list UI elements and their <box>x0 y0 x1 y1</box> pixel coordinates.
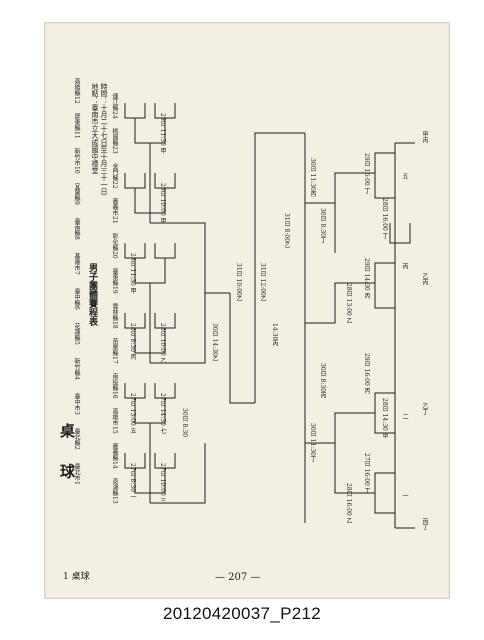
edge-label: 乙丙 <box>421 273 428 285</box>
team-label: 臺中市3 <box>73 393 80 415</box>
page-number: — 207 — <box>215 572 261 583</box>
team-label: 高雄縣12 <box>73 78 80 104</box>
team-label: 澎湖縣13 <box>111 478 118 504</box>
team-label: 嘉義縣14 <box>111 443 118 469</box>
round-label: 30日 14:30乙 <box>211 323 218 362</box>
bracket-marker: 一 <box>401 493 408 499</box>
bracket-marker: 丙 <box>401 263 408 269</box>
bracket-marker: 二 <box>401 413 408 419</box>
venue-note: 地點：臺南市立大成國中禮堂 <box>91 83 99 174</box>
program-page: 桌 球 男子團體賽程表 時間：十月二十七日至十月三十一日 地點：臺南市立大成國中… <box>44 22 450 599</box>
team-label: 臺中縣6 <box>73 288 80 310</box>
schedule-note: 時間：十月二十七日至十月三十一日 <box>100 83 108 195</box>
match-slot: 29日 11:30 甲 <box>159 113 166 154</box>
match-slot: 27日 10:00 三 <box>159 463 166 504</box>
match-slot: 29日 16:00 丁 <box>363 153 370 194</box>
match-slot: 28日 13:00 乙 <box>345 283 352 324</box>
section-label: 1 桌球 <box>63 572 90 582</box>
team-label: 雲林縣18 <box>111 303 118 329</box>
match-slot: 28日 10:00 乙 <box>159 323 166 364</box>
match-slot: 28日 16:00 丁 <box>381 198 388 239</box>
team-label: 南投縣16 <box>111 373 118 399</box>
match-slot: 27日 13:00 五 <box>129 393 136 434</box>
match-slot: 28日 11:30 甲 <box>129 253 136 294</box>
round-label: 31日 10:00乙 <box>235 263 242 302</box>
team-label: 金門縣22 <box>111 163 118 189</box>
round-label: 30日 8:30 <box>181 408 188 438</box>
bracket-lines <box>124 103 415 529</box>
team-label: 高雄市15 <box>111 408 118 434</box>
match-slot: 29日 16:00 丙 <box>363 353 370 394</box>
round-label: 31日 8:00乙 <box>283 213 290 249</box>
team-label: 宜蘭縣9 <box>73 183 80 205</box>
edge-label: 丙丁 <box>421 518 428 530</box>
team-label: 臺南縣8 <box>73 218 80 240</box>
team-label: 苗栗縣17 <box>111 338 118 364</box>
team-label: 新竹市10 <box>73 148 80 174</box>
round-label: 30日 8:30丙 <box>319 363 326 399</box>
round-label: 30日 11:30丙 <box>309 158 316 197</box>
match-slot: 28日 14:30 甲 <box>381 398 388 439</box>
round-label: 30日 8:30丁 <box>319 208 326 244</box>
round-label: 14:30丙 <box>271 323 278 347</box>
team-label: 桃園縣23 <box>111 128 118 154</box>
edge-label: 乙丁 <box>421 403 428 415</box>
match-slot: 27日 14:30 七 <box>159 393 166 434</box>
team-label: 連江縣24 <box>111 93 118 119</box>
team-label: 嘉義市21 <box>111 198 118 224</box>
team-label: 臺東縣19 <box>111 268 118 294</box>
edge-label: 甲丙 <box>421 131 428 143</box>
match-slot: 27日 8:30 一 <box>129 463 136 500</box>
left-bracket <box>124 103 305 504</box>
match-slot: 29日 14:30 丙 <box>363 258 370 299</box>
team-label: 臺北市1 <box>73 463 80 485</box>
bracket-marker: 五 <box>401 173 408 179</box>
round-label: 31日 12:00乙 <box>259 263 266 302</box>
image-caption: 20120420037_P212 <box>163 604 321 623</box>
match-slot: 28日 8:30 丙 <box>129 323 136 360</box>
team-label: 屏東縣11 <box>73 113 80 139</box>
team-label: 基隆市7 <box>73 253 80 275</box>
team-label: 花蓮縣5 <box>73 323 80 345</box>
right-bracket <box>304 133 415 529</box>
match-slot: 28日 16:00 乙 <box>345 483 352 524</box>
match-slot: 29日 10:00 甲 <box>159 183 166 224</box>
team-label: 新竹縣4 <box>73 358 80 380</box>
page-subtitle: 男子團體賽程表 <box>87 263 97 326</box>
page-title: 桌 球 <box>58 423 76 489</box>
team-label: 臺北縣2 <box>73 428 80 450</box>
match-slot: 27日 16:00 丁 <box>363 453 370 494</box>
round-label: 30日 11:30丁 <box>309 423 316 462</box>
team-label: 彰化縣20 <box>111 233 118 259</box>
